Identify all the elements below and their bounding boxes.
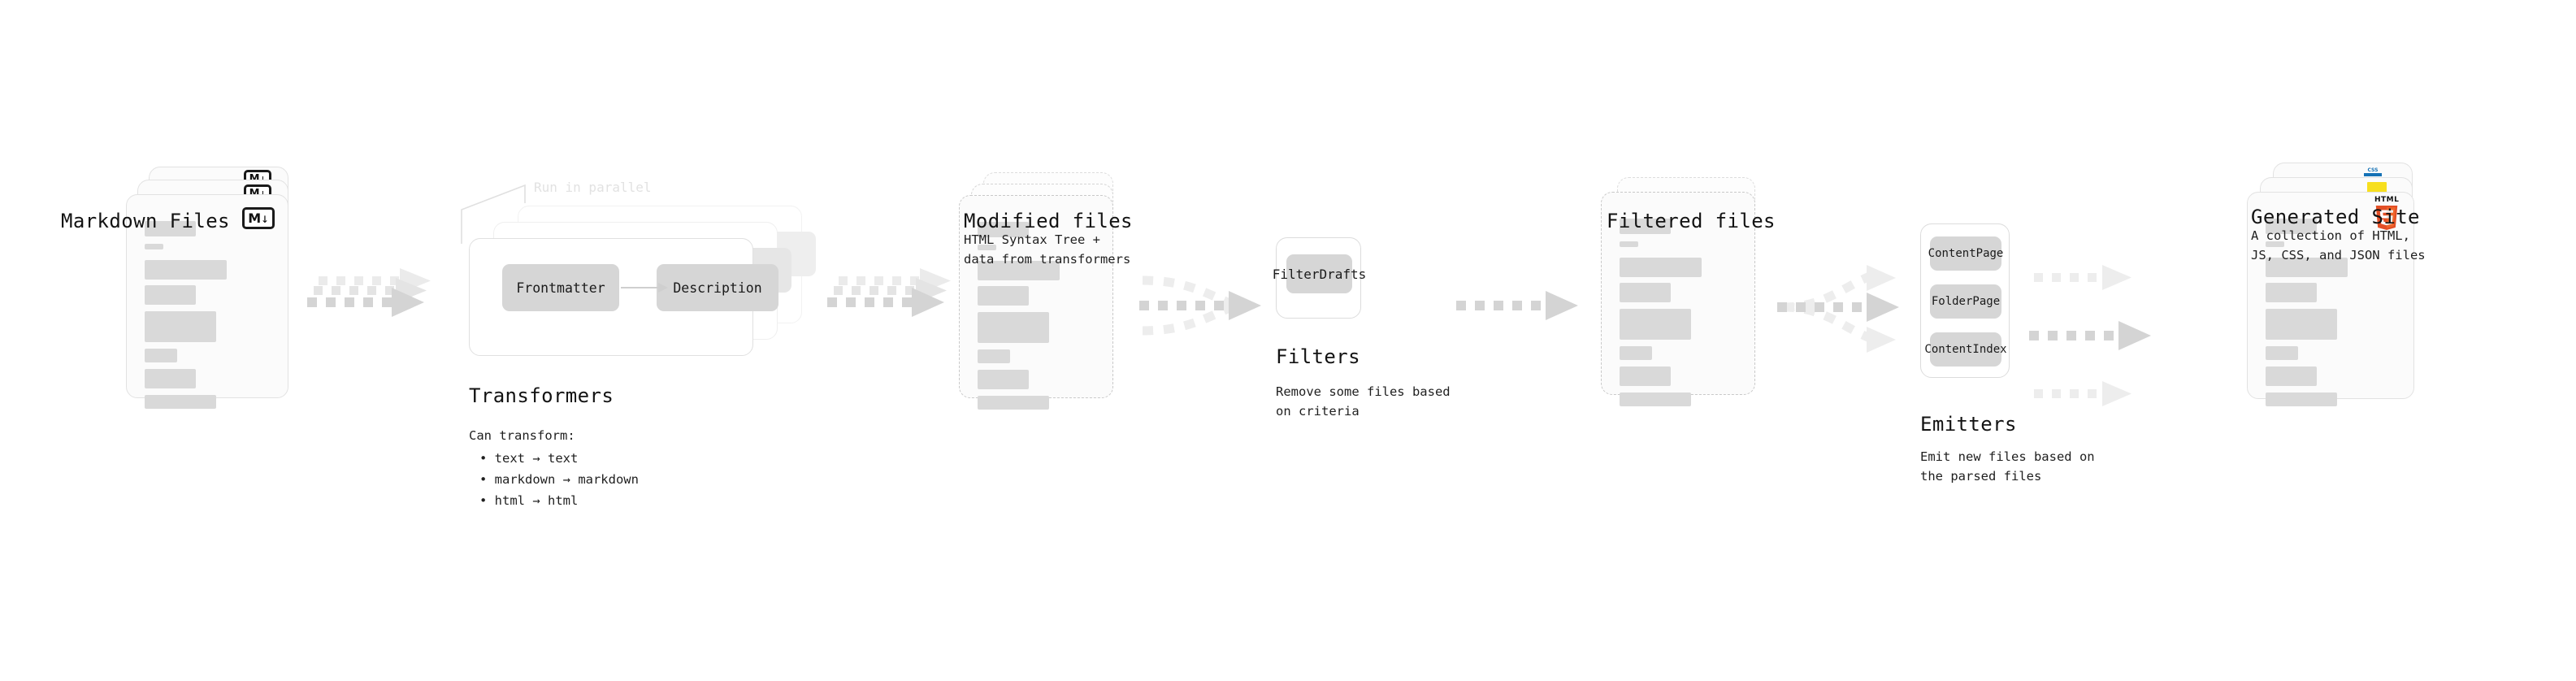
- modified-card-front: [959, 195, 1113, 410]
- filtered-card-stack: [1601, 177, 1780, 437]
- skeleton-row: [145, 260, 227, 280]
- connector-modified-to-filters: [1139, 275, 1261, 336]
- skeleton-row: [978, 312, 1049, 343]
- html5-logo-icon: HTML: [2374, 197, 2399, 232]
- stage-generated-site: CSS HTML: [2247, 163, 2450, 431]
- filter-pill-filterdrafts[interactable]: FilterDrafts: [1273, 254, 1366, 293]
- stage-subtitle-generated-site: A collection of HTML, JS, CSS, and JSON …: [2251, 228, 2426, 263]
- skeleton-row: [145, 349, 177, 362]
- transformer-pill-description[interactable]: Description: [657, 264, 778, 311]
- modified-card-stack: [959, 172, 1138, 440]
- connector-transformers-to-modified: [827, 268, 951, 317]
- skeleton-row: [1620, 219, 1671, 234]
- skeleton-row: [978, 370, 1029, 389]
- transformers-bullet-1: • markdown → markdown: [479, 472, 639, 487]
- skeleton-row: [145, 369, 196, 388]
- run-in-parallel-label: Run in parallel: [534, 180, 652, 195]
- run-in-parallel-leader-line: [461, 184, 526, 244]
- skeleton-row: [145, 311, 216, 342]
- skeleton-row: [145, 221, 196, 236]
- skeleton-row: [1620, 393, 1691, 406]
- skeleton-row: [2266, 367, 2317, 386]
- stage-title-transformers: Transformers: [469, 384, 614, 407]
- html5-caption: HTML: [2374, 196, 2400, 204]
- skeleton-row: [2266, 283, 2317, 302]
- emitter-pill-folderpage[interactable]: FolderPage: [1930, 284, 2001, 319]
- transformers-bullet-0: • text → text: [479, 451, 579, 466]
- css-badge-icon: CSS: [2364, 168, 2382, 176]
- skeleton-row: [978, 396, 1049, 410]
- stage-subtitle-transformers: Can transform:: [469, 428, 575, 443]
- markdown-badge-letter: M: [248, 210, 262, 226]
- skeleton-row: [145, 285, 196, 305]
- filters-group-box: FilterDrafts: [1273, 237, 1366, 319]
- transformer-pill-frontmatter[interactable]: Frontmatter: [502, 264, 619, 311]
- stage-title-modified-files: Modified files: [964, 210, 1133, 232]
- skeleton-row: [2266, 219, 2317, 234]
- skeleton-row: [145, 395, 216, 409]
- stage-title-markdown-files: Markdown Files: [61, 210, 230, 232]
- stage-filtered-files: [1601, 177, 1780, 437]
- stage-subtitle-emitters: Emit new files based on the parsed files: [1920, 449, 2095, 484]
- skeleton-row: [145, 244, 163, 249]
- markdown-badge-arrow-icon: ↓: [259, 187, 267, 200]
- filtered-card-front: [1601, 192, 1755, 406]
- skeleton-row: [2266, 241, 2284, 247]
- markdown-card-stack: M↓ M↓ M↓: [126, 167, 313, 427]
- transformer-group-front: Frontmatter Description: [469, 238, 778, 356]
- skeleton-row: [978, 222, 1029, 237]
- stage-title-generated-site: Generated Site: [2251, 206, 2420, 228]
- stage-markdown-files: M↓ M↓ M↓: [126, 167, 313, 427]
- stage-modified-files: [959, 172, 1138, 440]
- markdown-badge-arrow-icon: ↓: [259, 172, 267, 185]
- markdown-badge-front: M↓: [242, 207, 275, 229]
- skeleton-row: [1620, 309, 1691, 340]
- transformer-inner-arrow-front: [621, 283, 668, 293]
- skeleton-row: [1620, 241, 1638, 247]
- connector-emitters-to-site: [2029, 265, 2151, 406]
- skeleton-row: [2266, 346, 2298, 360]
- markdown-badge-arrow-icon: ↓: [261, 210, 269, 226]
- connector-filters-to-filtered: [1456, 291, 1578, 320]
- stage-title-filters: Filters: [1276, 345, 1360, 368]
- skeleton-row: [1620, 283, 1671, 302]
- connector-filtered-to-emitters: [1777, 265, 1899, 353]
- skeleton-row: [2266, 258, 2348, 277]
- connector-markdown-to-transformers: [307, 268, 431, 317]
- skeleton-row: [2266, 309, 2337, 340]
- skeleton-row: [978, 261, 1060, 280]
- skeleton-row: [978, 349, 1010, 363]
- skeleton-row: [1620, 258, 1702, 277]
- skeleton-row: [1620, 367, 1671, 386]
- stage-title-emitters: Emitters: [1920, 413, 2017, 436]
- skeleton-row: [1620, 346, 1652, 360]
- stage-title-filtered-files: Filtered files: [1607, 210, 1776, 232]
- skeleton-row: [2266, 393, 2337, 406]
- markdown-card-front: [126, 194, 288, 409]
- stage-subtitle-modified-files: HTML Syntax Tree + data from transformer…: [964, 232, 1131, 267]
- emitter-pill-contentpage[interactable]: ContentPage: [1928, 236, 2003, 271]
- transformers-bullet-2: • html → html: [479, 493, 579, 508]
- stage-subtitle-filters: Remove some files based on criteria: [1276, 384, 1451, 419]
- skeleton-row: [978, 286, 1029, 306]
- css-badge-bar: [2364, 173, 2382, 176]
- html5-shield-icon: [2375, 206, 2398, 230]
- css-badge-label: CSS: [2367, 167, 2379, 173]
- emitters-group-box: ContentPage FolderPage ContentIndex: [1920, 223, 2010, 378]
- emitter-pill-contentindex[interactable]: ContentIndex: [1924, 332, 2007, 367]
- skeleton-row: [978, 245, 996, 250]
- generated-card-stack: CSS HTML: [2247, 163, 2450, 431]
